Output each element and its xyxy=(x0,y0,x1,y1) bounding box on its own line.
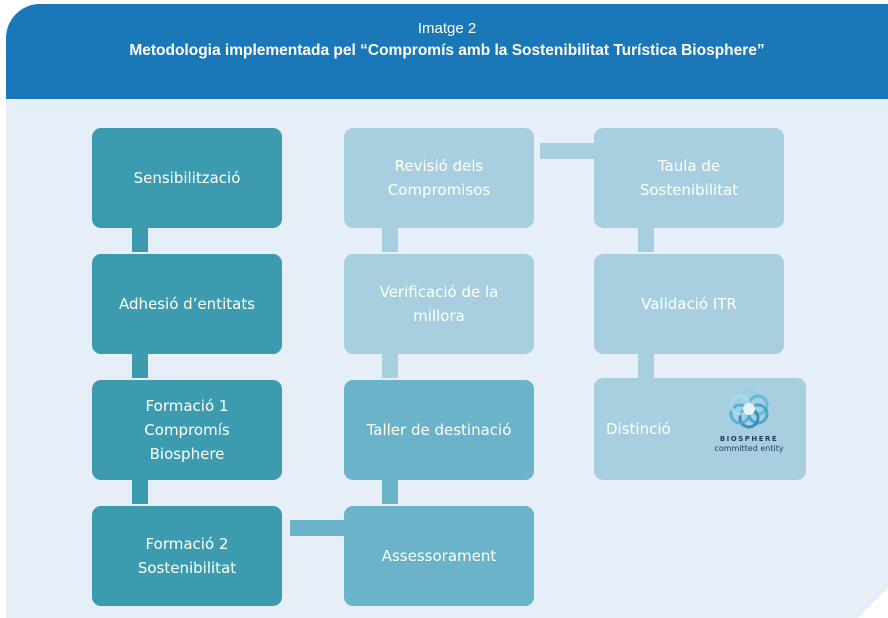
connector-assessorament-taller xyxy=(382,480,398,504)
step-label: Taula de Sostenibilitat xyxy=(639,157,739,199)
connector-taula-validacio xyxy=(638,228,654,252)
logo-tagline: committed entity xyxy=(714,444,784,453)
step-label: Formació 2 Sostenibilitat xyxy=(137,535,237,577)
step-label: Distinció xyxy=(606,420,671,438)
diagram-header: Imatge 2 Metodologia implementada pel “C… xyxy=(6,4,888,99)
connector-revisio-taula xyxy=(540,143,594,159)
connector-formacio2-assessorament xyxy=(290,520,344,536)
connector-formacio1-formacio2 xyxy=(132,480,148,504)
step-formacio-1: Formació 1 Compromís Biosphere xyxy=(92,380,282,480)
connector-sensibilitzacio-adhesio xyxy=(132,228,148,252)
diagram-panel: Imatge 2 Metodologia implementada pel “C… xyxy=(6,4,888,618)
step-adhesio: Adhesió d’entitats xyxy=(92,254,282,354)
step-label: Sensibilització xyxy=(133,169,241,187)
step-assessorament: Assessorament xyxy=(344,506,534,606)
step-label: Formació 1 Compromís Biosphere xyxy=(144,397,230,463)
connector-verificacio-revisio xyxy=(382,228,398,252)
step-label: Revisió dels Compromisos xyxy=(387,157,491,199)
step-label: Validació ITR xyxy=(641,295,737,313)
biosphere-logo: BIOSPHERE committed entity xyxy=(706,386,792,472)
step-label: Taller de destinació xyxy=(366,421,512,439)
step-taller: Taller de destinació xyxy=(344,380,534,480)
step-distincio: Distinció BIOSPHERE committed entity xyxy=(594,378,806,480)
step-verificacio: Verificació de la millora xyxy=(344,254,534,354)
step-validacio: Validació ITR xyxy=(594,254,784,354)
step-label: Adhesió d’entitats xyxy=(118,295,256,313)
step-taula: Taula de Sostenibilitat xyxy=(594,128,784,228)
step-revisio: Revisió dels Compromisos xyxy=(344,128,534,228)
figure-title: Metodologia implementada pel “Compromís … xyxy=(129,42,765,59)
step-sensibilitzacio: Sensibilització xyxy=(92,128,282,228)
figure-label: Imatge 2 xyxy=(417,20,477,37)
logo-wordmark: BIOSPHERE xyxy=(719,435,779,443)
connector-adhesio-formacio1 xyxy=(132,354,148,378)
step-formacio-2: Formació 2 Sostenibilitat xyxy=(92,506,282,606)
connector-taller-verificacio xyxy=(382,354,398,378)
step-label: Verificació de la millora xyxy=(379,283,499,325)
connector-validacio-distincio xyxy=(638,354,654,378)
biosphere-logo-icon xyxy=(729,389,769,429)
step-label: Assessorament xyxy=(381,547,497,565)
folded-corner xyxy=(858,588,888,618)
